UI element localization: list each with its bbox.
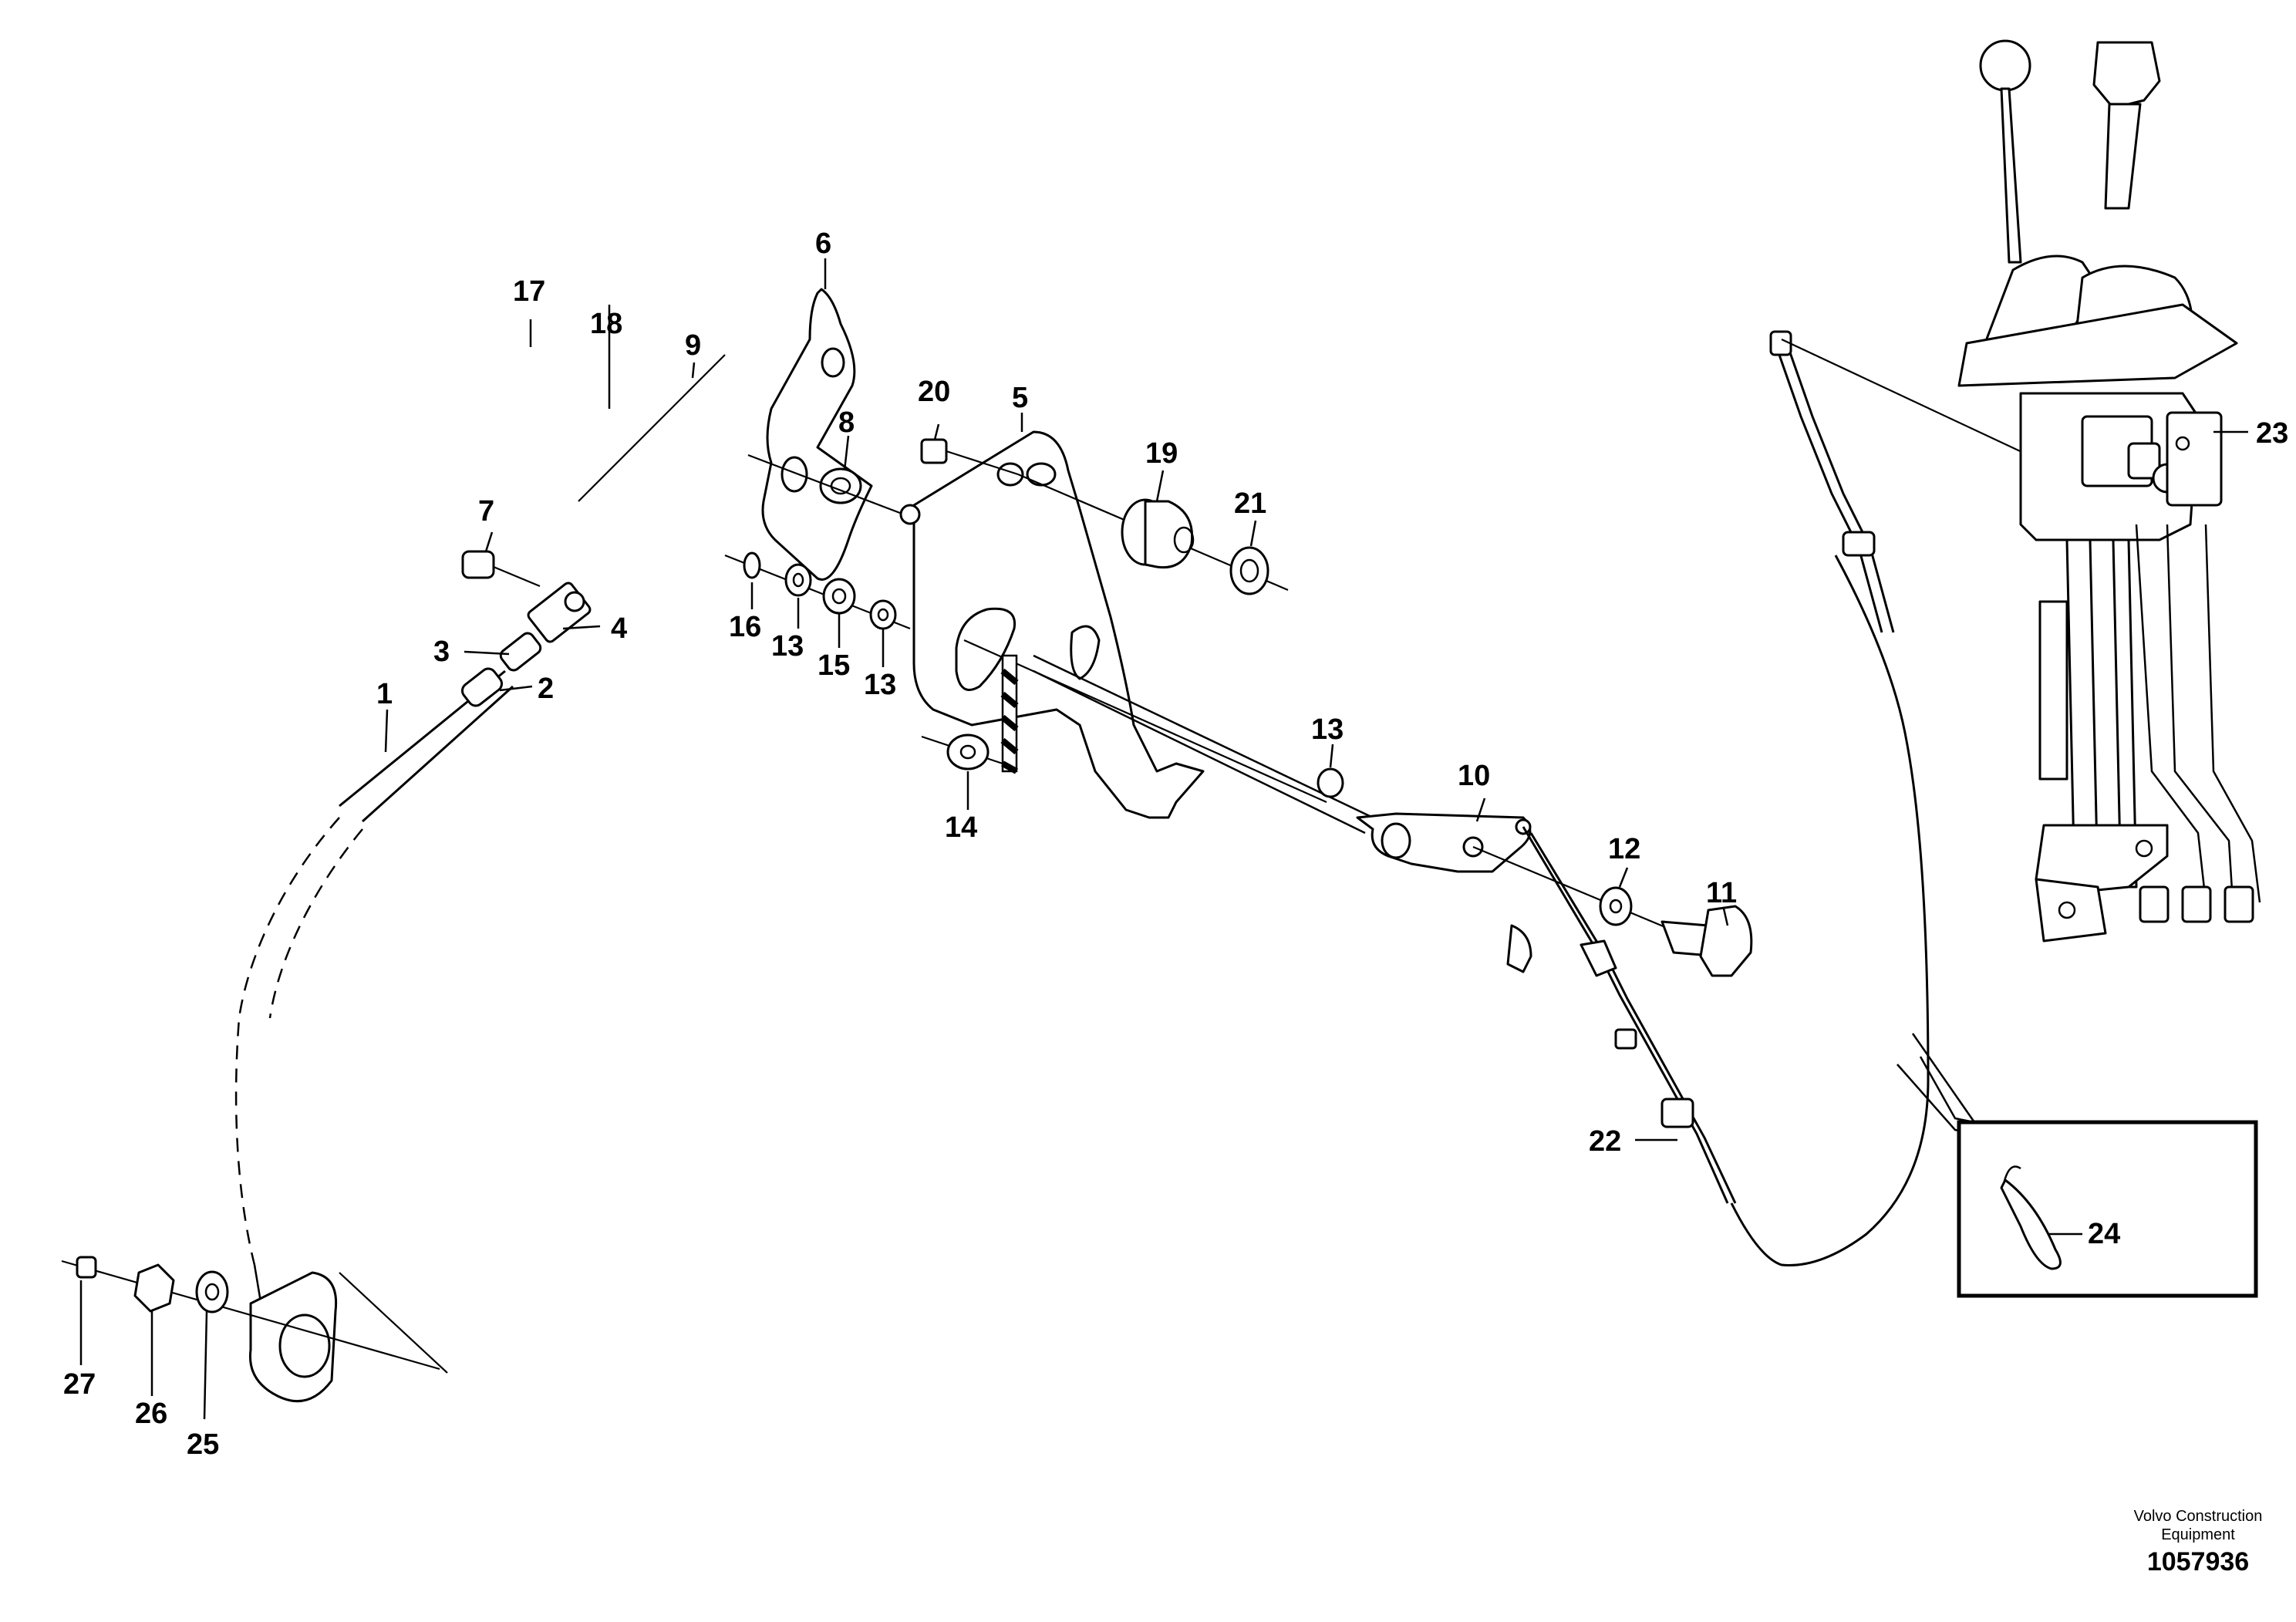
label-16: 16 [729, 611, 761, 643]
label-20: 20 [918, 376, 950, 408]
label-12: 12 [1608, 833, 1640, 865]
washer-14 [921, 733, 1003, 771]
cable-sleeve-bottom [61, 1256, 440, 1403]
bolt-20 [920, 438, 1019, 476]
washer-stack [724, 551, 911, 630]
label-24: 24 [2088, 1218, 2120, 1250]
label-18: 18 [590, 308, 622, 340]
label-4: 4 [611, 612, 627, 645]
company-line-2: Equipment [2161, 1526, 2235, 1543]
joystick-assembly-23 [1957, 39, 2261, 943]
label-21: 21 [1234, 487, 1266, 520]
cable-end-fitting [460, 582, 592, 707]
cable-22 [1506, 555, 1976, 1266]
label-3: 3 [433, 636, 450, 668]
label-26: 26 [135, 1398, 167, 1430]
label-14: 14 [945, 811, 977, 844]
label-7: 7 [478, 495, 494, 528]
label-19: 19 [1145, 437, 1178, 470]
label-13c: 13 [1311, 713, 1344, 746]
joystick-cable [1769, 330, 2029, 633]
label-13a: 13 [771, 630, 804, 663]
bolt-11 [1472, 845, 1753, 977]
label-25: 25 [187, 1428, 219, 1461]
lever-arm-6 [761, 288, 873, 581]
document-number: 1057936 [2147, 1547, 2249, 1576]
label-8: 8 [838, 406, 855, 439]
label-5: 5 [1012, 382, 1028, 414]
label-23: 23 [2256, 417, 2288, 450]
callout-labels: 1 2 3 4 5 6 7 8 9 10 11 12 13 13 13 14 1… [63, 228, 2288, 1461]
bushing-8 [747, 454, 911, 518]
leader-lines [79, 258, 2248, 1420]
label-27: 27 [63, 1368, 96, 1401]
label-6: 6 [815, 228, 831, 260]
pin-7 [461, 550, 541, 588]
lever-10-assembly [1033, 654, 1532, 873]
label-15: 15 [818, 649, 850, 682]
label-9: 9 [685, 329, 701, 362]
label-2: 2 [538, 673, 554, 705]
detail-box-24 [1896, 1056, 2258, 1298]
label-22: 22 [1589, 1125, 1621, 1158]
label-1: 1 [376, 678, 393, 710]
mounting-plate-5 [899, 430, 1327, 819]
bushing-19 [1017, 473, 1289, 595]
label-13b: 13 [864, 669, 896, 701]
label-10: 10 [1458, 760, 1490, 792]
footer-credit: Volvo Construction Equipment 1057936 [2134, 1508, 2263, 1576]
label-11: 11 [1706, 877, 1737, 909]
label-17: 17 [513, 275, 545, 308]
hatched-locator [1000, 654, 1019, 774]
company-line-1: Volvo Construction [2134, 1508, 2263, 1525]
